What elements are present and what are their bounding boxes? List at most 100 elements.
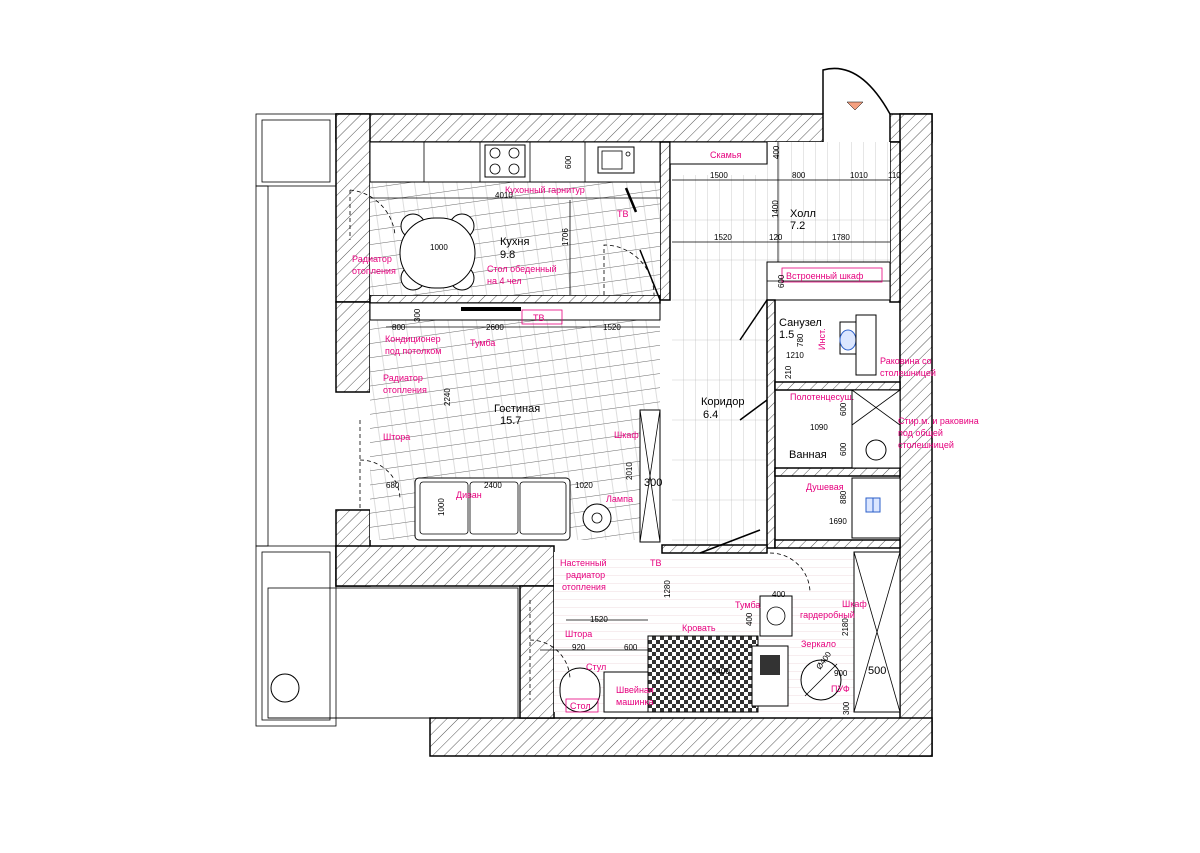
balcony-round-table-icon [270, 673, 300, 703]
label-tv-bedroom: ТВ [650, 558, 662, 568]
bath-sink-icon [865, 439, 887, 461]
dining-table [399, 213, 476, 291]
lamp-icon [582, 503, 612, 533]
label-shower: Душевая [806, 482, 844, 492]
dim-300b: 300 [644, 477, 662, 489]
dim-1010: 1010 [850, 171, 868, 180]
dim-780: 780 [796, 333, 805, 347]
room-kitchen-area: 9.8 [500, 249, 515, 261]
dim-1520b: 1520 [603, 323, 621, 332]
room-wc-area: 1.5 [779, 329, 794, 341]
label-kitchen-set: Кухонный гарнитур [505, 185, 585, 195]
label-dining1: Стол обеденный [487, 264, 557, 274]
dim-1500: 1500 [710, 171, 728, 180]
label-radiator1b: отопления [352, 266, 396, 276]
stove-icon [484, 144, 526, 178]
window-kitchen [349, 189, 396, 240]
dim-600e: 600 [624, 643, 638, 652]
balcony [255, 113, 519, 727]
kitchen-door [639, 249, 661, 301]
wc-door [739, 299, 768, 341]
label-tv-living: ТВ [533, 313, 545, 323]
dim-920: 920 [572, 643, 586, 652]
wc-sink-counter [855, 314, 877, 376]
hall-floor [767, 142, 890, 262]
room-living-name: Гостиная [494, 403, 540, 415]
room-hall-area: 7.2 [790, 220, 805, 232]
dim-1780: 1780 [832, 233, 850, 242]
dim-400c: 400 [745, 612, 754, 626]
lamp-shade-icon [760, 655, 780, 675]
label-sink-counter1: Раковина со [880, 356, 932, 366]
label-conditioner2: под потолком [385, 346, 441, 356]
dim-1520a: 1520 [714, 233, 732, 242]
label-washer3: столешницей [898, 440, 954, 450]
bedroom-door [699, 529, 761, 554]
dim-900: 900 [834, 669, 848, 678]
dim-2600: 2600 [486, 323, 504, 332]
label-tumba: Тумба [470, 338, 495, 348]
label-radiator2: Радиатор [383, 373, 423, 383]
dim-1000a: 1000 [430, 243, 448, 252]
label-towel: Полотенцесуш. [790, 392, 854, 402]
label-wall-radiator2: радиатор [566, 570, 605, 580]
label-radiator2b: отопления [383, 385, 427, 395]
dim-600d: 600 [839, 442, 848, 456]
dim-110: 110 [888, 171, 901, 180]
dim-2240: 2240 [443, 388, 452, 406]
room-bath-name: Ванная [789, 449, 827, 461]
label-curtain2: Штора [565, 629, 592, 639]
dim-1000b: 1000 [437, 498, 446, 516]
dim-1400: 1400 [771, 200, 780, 218]
dim-2400b: 2400 [712, 667, 730, 676]
dim-400a: 400 [772, 145, 781, 159]
corridor-floor [672, 175, 767, 545]
room-wc-name: Санузел [779, 317, 822, 329]
dim-1020: 1020 [575, 481, 593, 490]
dim-2180: 2180 [841, 618, 850, 636]
sewing-table [603, 671, 649, 713]
label-lamp: Лампа [606, 494, 633, 504]
label-curtain: Штора [383, 432, 410, 442]
washing-machine [759, 595, 793, 637]
dim-2010: 2010 [625, 462, 634, 480]
label-closet1: Шкаф [842, 599, 867, 609]
label-pouf: ПУФ [831, 684, 850, 694]
label-wall-radiator1: Настенный [560, 558, 606, 568]
room-hall-name: Холл [790, 208, 816, 220]
room-kitchen-name: Кухня [500, 236, 529, 248]
dim-1520c: 1520 [590, 615, 608, 624]
label-tv: ТВ [617, 209, 629, 219]
window-bedroom [529, 600, 571, 700]
dim-680: 680 [386, 481, 400, 490]
dim-880: 880 [839, 490, 848, 504]
label-bench: Скамья [710, 150, 742, 160]
dim-600c: 600 [839, 402, 848, 416]
label-washer2: под общей [898, 428, 943, 438]
dim-300c: 300 [842, 701, 851, 715]
dim-1706: 1706 [561, 228, 570, 246]
label-sewing2: машинка [616, 697, 654, 707]
room-living-area: 15.7 [500, 415, 521, 427]
label-radiator1: Радиатор [352, 254, 392, 264]
dim-600b: 600 [777, 274, 786, 288]
toilet-icon [839, 321, 857, 355]
walls [335, 113, 933, 757]
label-wardrobe: Шкаф [614, 430, 639, 440]
dim-210: 210 [784, 365, 793, 379]
label-tumba2: Тумба [735, 600, 760, 610]
dim-120: 120 [769, 233, 783, 242]
label-closet2: гардеробный [800, 610, 855, 620]
dim-500: 500 [868, 665, 886, 677]
label-sofa: Диван [456, 490, 482, 500]
dim-1210: 1210 [786, 351, 804, 360]
dim-1280: 1280 [663, 580, 672, 598]
dim-400b: 400 [772, 590, 786, 599]
bath-door [739, 399, 768, 421]
dim-1690: 1690 [829, 517, 847, 526]
sink-icon [597, 146, 635, 174]
bed [647, 635, 759, 713]
kitchen-door-swing [603, 244, 655, 296]
dim-1090: 1090 [810, 423, 828, 432]
tv-panel [461, 307, 521, 311]
